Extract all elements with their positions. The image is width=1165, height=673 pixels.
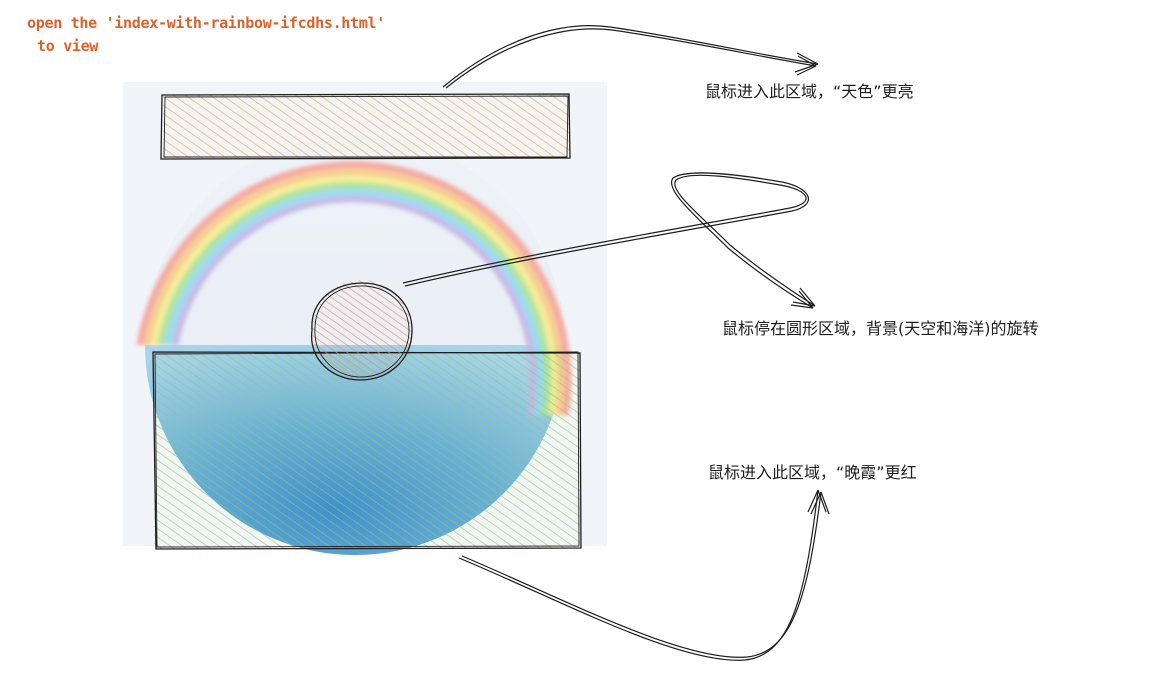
sky-region[interactable]	[160, 93, 571, 160]
circle-region-label: 鼠标停在圆形区域，背景(天空和海洋)的旋转	[722, 319, 1039, 338]
loop-arrow-icon	[402, 172, 816, 309]
annotation-line-1: open the 'index-with-rainbow-ifcdhs.html…	[27, 14, 385, 32]
sky-region-label: 鼠标进入此区域，“天色”更亮	[705, 82, 914, 101]
arrow-icon	[458, 489, 830, 661]
rainbow	[136, 161, 572, 416]
sea-region-label: 鼠标进入此区域，“晚霞”更红	[708, 463, 917, 482]
sun-circle-region[interactable]	[310, 280, 413, 381]
annotation-line-2: to view	[37, 37, 99, 55]
arrow-icon	[442, 25, 819, 89]
sea-region[interactable]	[152, 351, 582, 550]
